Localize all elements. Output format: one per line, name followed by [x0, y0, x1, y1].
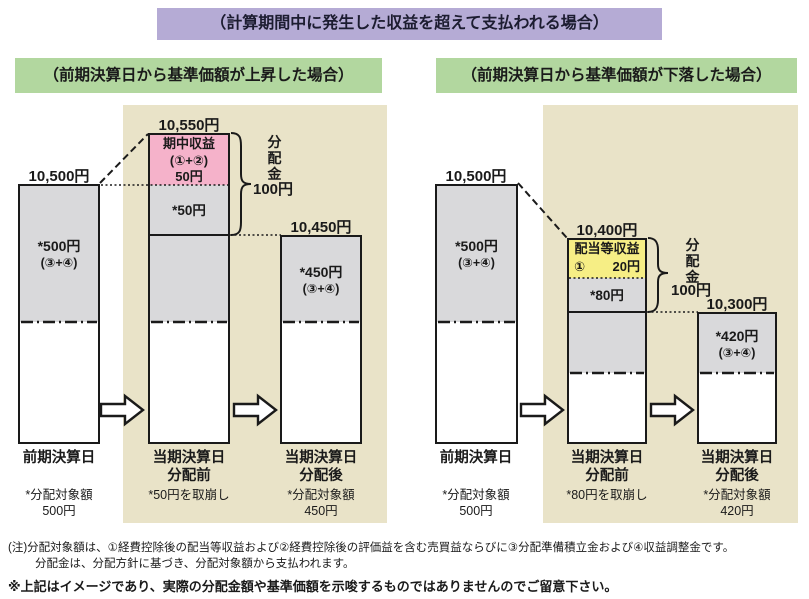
gain-amount: 20円: [612, 258, 640, 274]
price-label: 10,500円: [28, 168, 90, 185]
price-label: 10,450円: [290, 219, 352, 236]
formula-label: (③+④): [302, 281, 340, 296]
left-bar-prev-settlement: *500円 (③+④): [18, 184, 100, 444]
right-bar-prev-settlement: *500円 (③+④): [435, 184, 518, 444]
gain-amount: 50円: [175, 169, 203, 184]
footnote-line: *分配対象額: [442, 488, 510, 502]
formula-label: (③+④): [458, 256, 495, 270]
axis-line: 当期決算日: [700, 450, 774, 466]
distributable-section: *420円 (③+④): [699, 314, 775, 373]
distribution-amount: 100円: [253, 181, 294, 198]
price-label: 10,500円: [445, 168, 507, 185]
formula-label: (③+④): [40, 256, 78, 270]
bar-footnote: *分配対象額 450円: [266, 487, 376, 519]
axis-line: 当期決算日: [284, 450, 358, 466]
price-label: 10,300円: [706, 296, 768, 313]
distributable-section: *50円: [150, 185, 228, 322]
note-line-1: (注)分配対象額は、①経費控除後の配当等収益および②経費控除後の評価益を含む売買…: [8, 542, 735, 554]
axis-line: 前期決算日: [439, 450, 513, 466]
price-label: 10,400円: [576, 222, 638, 239]
dividend-income-section: 配当等収益 ① 20円: [569, 240, 645, 278]
axis-line: 当期決算日: [152, 450, 226, 466]
main-title-banner: （計算期間中に発生した収益を超えて支払われる場合）: [157, 8, 662, 40]
axis-line: 当期決算日: [570, 450, 644, 466]
axis-label: 前期決算日: [0, 449, 129, 467]
amount-label: *500円: [37, 238, 81, 254]
footnote-line: 420円: [720, 504, 754, 518]
axis-label: 当期決算日 分配後: [251, 449, 391, 485]
right-bar-current-before: 配当等収益 ① 20円 *80円: [567, 238, 647, 444]
distribution-label: 分配金: [685, 237, 700, 285]
bar-footnote: *80円を取崩し: [552, 487, 662, 503]
axis-line: 分配前: [167, 468, 211, 484]
left-bar-current-after: *450円 (③+④): [280, 235, 362, 444]
axis-label: 当期決算日 分配前: [537, 449, 677, 485]
right-bar-current-after: *420円 (③+④): [697, 312, 777, 444]
gain-row: ① 20円: [569, 258, 645, 275]
amount-label: *420円: [715, 327, 759, 344]
distributable-section: *500円 (③+④): [437, 186, 516, 322]
note-line-2: 分配金は、分配方針に基づき、分配対象額から支払われます。: [35, 558, 355, 570]
axis-label: 当期決算日 分配後: [667, 449, 807, 485]
carry-amount-label: *50円: [172, 203, 206, 218]
footnote-line: 450円: [304, 504, 338, 518]
axis-label: 前期決算日: [406, 449, 546, 467]
footnote-line: 500円: [42, 504, 76, 518]
bar-footnote: *分配対象額 420円: [682, 487, 792, 519]
bar-footnote: *分配対象額 500円: [421, 487, 531, 519]
bar-footnote: *50円を取崩し: [134, 487, 244, 503]
footnote-line: *80円を取崩し: [566, 488, 648, 502]
amount-label: *500円: [455, 238, 498, 254]
distribution-amount: 100円: [671, 282, 712, 299]
footnote-line: *分配対象額: [703, 488, 771, 502]
footnote-line: *50円を取崩し: [148, 488, 230, 502]
axis-line: 前期決算日: [22, 450, 96, 466]
footnote-line: 500円: [459, 504, 493, 518]
left-bar-current-before: 期中収益 (①+②) 50円 *50円: [148, 133, 230, 444]
axis-line: 分配後: [299, 468, 343, 484]
gain-title: 配当等収益: [574, 241, 640, 256]
gain-number: ①: [574, 258, 586, 274]
distributable-section: *450円 (③+④): [282, 237, 360, 322]
axis-label: 当期決算日 分配前: [119, 449, 259, 485]
distributable-section: *80円: [569, 278, 645, 373]
gain-formula: (①+②): [169, 152, 209, 168]
bar-footnote: *分配対象額 500円: [4, 487, 114, 519]
footnote-line: *分配対象額: [287, 488, 355, 502]
amount-label: *450円: [299, 263, 343, 280]
price-label: 10,550円: [158, 117, 220, 134]
carry-amount-label: *80円: [590, 288, 624, 303]
footnote-line: *分配対象額: [25, 488, 93, 502]
axis-line: 分配後: [715, 468, 759, 484]
disclaimer-line: ※上記はイメージであり、実際の分配金額や基準価額を示唆するものではありませんので…: [8, 579, 618, 594]
distribution-label: 分配金: [267, 134, 282, 182]
gain-title: 期中収益: [162, 136, 215, 151]
period-income-section: 期中収益 (①+②) 50円: [150, 135, 228, 185]
left-case-header: （前期決算日から基準価額が上昇した場合）: [15, 58, 382, 93]
right-case-header: （前期決算日から基準価額が下落した場合）: [436, 58, 797, 93]
formula-label: (③+④): [718, 345, 756, 360]
axis-line: 分配前: [585, 468, 629, 484]
distributable-section: *500円 (③+④): [20, 186, 98, 322]
